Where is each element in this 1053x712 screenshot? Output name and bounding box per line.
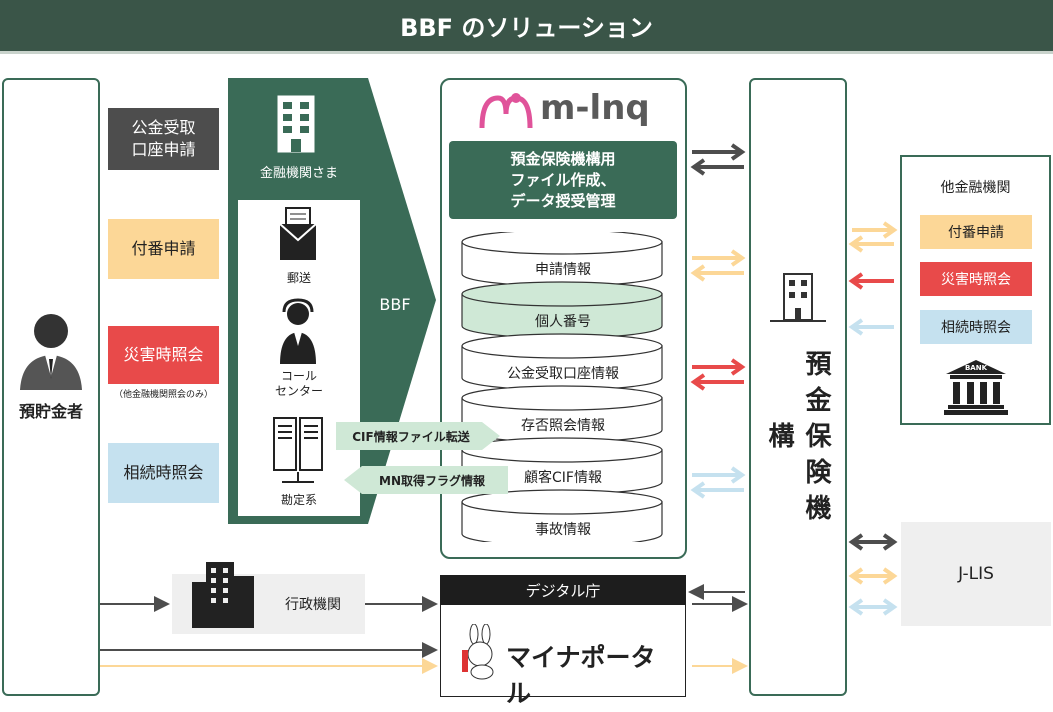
other-fi-numbering: 付番申請 bbox=[920, 215, 1032, 249]
building-icon bbox=[277, 95, 315, 153]
depositor-label: 預貯金者 bbox=[18, 402, 83, 421]
minq-logo-icon bbox=[479, 93, 533, 129]
dic-panel bbox=[749, 78, 847, 696]
server-icon bbox=[273, 417, 323, 483]
accounting-label: 勘定系 bbox=[280, 492, 317, 507]
mail-icon bbox=[279, 207, 317, 260]
jlis-box: J-LIS bbox=[901, 522, 1051, 626]
request-disaster: 災害時照会 bbox=[108, 326, 219, 384]
request-inheritance: 相続時照会 bbox=[108, 443, 219, 503]
depositor-person-icon bbox=[20, 314, 82, 390]
db-my-number: 個人番号 bbox=[535, 314, 591, 330]
bank-icon bbox=[944, 360, 1008, 415]
other-fi-numbering-label: 付番申請 bbox=[948, 225, 1004, 241]
minq-logo: m-lnq bbox=[540, 88, 650, 128]
bbf-label: BBF bbox=[379, 294, 411, 314]
request-disaster-note: （他金融機関照会のみ） bbox=[113, 389, 213, 400]
db-cylinder-top bbox=[461, 232, 663, 255]
database-stack bbox=[461, 232, 663, 542]
db-cylinder-top bbox=[461, 489, 663, 515]
mynaportal-mascot-icon bbox=[462, 624, 494, 680]
other-fi-inheritance-label: 相続時照会 bbox=[941, 320, 1011, 336]
mail-label: 郵送 bbox=[286, 270, 311, 285]
page-title: BBF のソリューション bbox=[0, 0, 1053, 54]
request-public-account-label: 公金受取 口座申請 bbox=[131, 118, 196, 159]
other-fi-disaster: 災害時照会 bbox=[920, 262, 1032, 296]
dic-building-icon bbox=[770, 273, 826, 322]
request-inheritance-label: 相続時照会 bbox=[123, 463, 204, 482]
db-incident: 事故情報 bbox=[535, 522, 591, 538]
jlis-label: J-LIS bbox=[958, 564, 994, 584]
db-cylinder-top bbox=[461, 333, 663, 359]
db-cylinder-top bbox=[461, 385, 663, 411]
gov-label: 行政機関 bbox=[285, 597, 341, 613]
db-cylinder-top bbox=[461, 281, 663, 307]
call-center-label: コール センター bbox=[274, 369, 323, 398]
digital-agency-header: デジタル庁 bbox=[440, 575, 686, 605]
bank-icon-text: BANK bbox=[964, 364, 988, 372]
db-existence-inquiry: 存否照会情報 bbox=[521, 418, 605, 434]
db-customer-cif: 顧客CIF情報 bbox=[524, 470, 602, 486]
other-fi-title: 他金融機関 bbox=[940, 180, 1011, 196]
call-center-icon bbox=[280, 298, 316, 364]
gov-building-icon bbox=[192, 562, 254, 628]
request-numbering-label: 付番申請 bbox=[131, 239, 196, 258]
minq-header: 預金保険機構用 ファイル作成、 データ授受管理 bbox=[449, 141, 677, 219]
other-fi-disaster-label: 災害時照会 bbox=[941, 272, 1011, 288]
request-public-account: 公金受取 口座申請 bbox=[108, 108, 219, 170]
financial-label: 金融機関さま bbox=[259, 165, 338, 181]
cif-arrows bbox=[336, 422, 508, 494]
db-public-account: 公金受取口座情報 bbox=[507, 366, 619, 382]
request-disaster-label: 災害時照会 bbox=[123, 345, 204, 364]
request-numbering: 付番申請 bbox=[108, 219, 219, 279]
db-application: 申請情報 bbox=[535, 262, 591, 278]
other-fi-inheritance: 相続時照会 bbox=[920, 310, 1032, 344]
arrow-mn-flag: MN取得フラグ情報 bbox=[379, 473, 485, 488]
arrow-cif-transfer: CIF情報ファイル転送 bbox=[352, 429, 470, 444]
